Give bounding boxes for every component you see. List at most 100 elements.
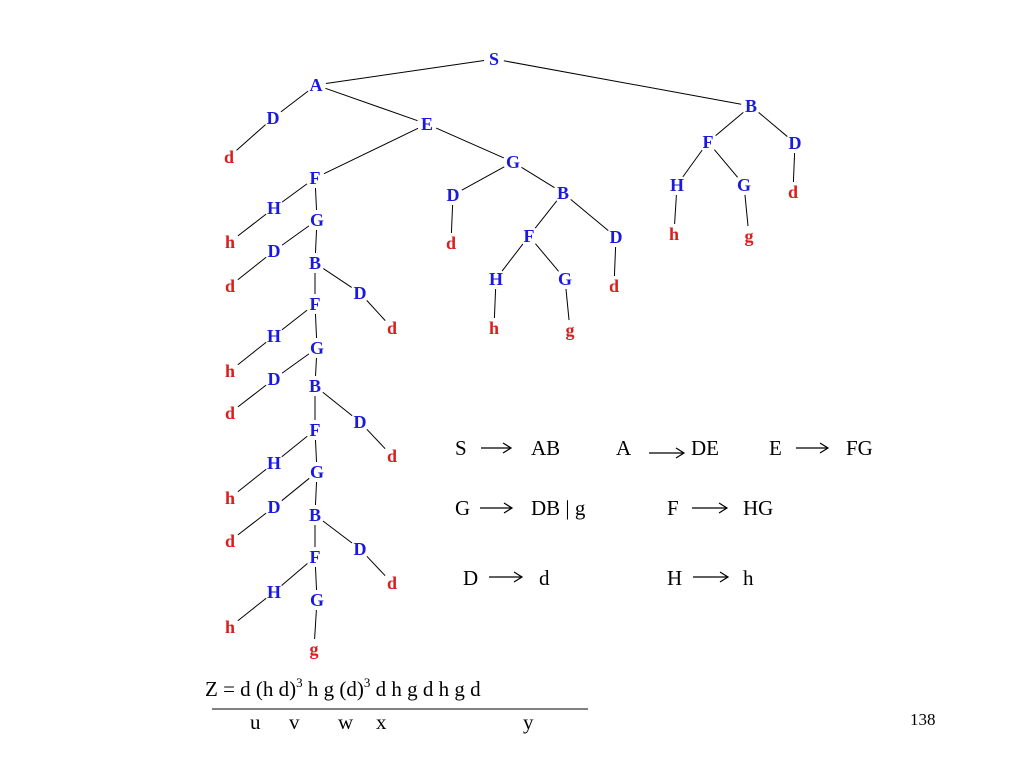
tree-node-nonterminal: F: [310, 168, 321, 188]
tree-node-nonterminal: H: [267, 453, 281, 473]
formula-prefix: Z = d (h d): [205, 677, 296, 701]
tree-edge: [565, 288, 570, 321]
rule-rhs: AB: [531, 436, 560, 460]
part-label-u: u: [250, 710, 261, 734]
tree-node-nonterminal: D: [268, 497, 281, 517]
tree-node-nonterminal: H: [670, 175, 684, 195]
tree-node-nonterminal: F: [310, 420, 321, 440]
formula-text: Z = d (h d)3 h g (d)3 d h g d h g d: [205, 675, 481, 701]
page-number: 138: [910, 710, 936, 729]
rule-rhs: FG: [846, 436, 873, 460]
grammar-rules: S AB A DE E FG G DB | g F HG D d: [455, 436, 873, 590]
arrow-icon: [489, 571, 524, 583]
tree-node-nonterminal: E: [421, 114, 433, 134]
tree-node-nonterminal: D: [610, 227, 623, 247]
tree-edge: [570, 199, 609, 231]
tree-node-nonterminal: D: [267, 108, 280, 128]
tree-leaf-terminal: d: [788, 182, 798, 202]
tree-node-nonterminal: H: [489, 269, 503, 289]
arrow-icon: [693, 571, 730, 583]
formula-suffix: d h g d h g d: [370, 677, 481, 701]
tree-leaf-terminal: h: [225, 361, 235, 381]
rule-rhs: d: [539, 566, 550, 590]
tree-leaf-terminal: d: [225, 276, 235, 296]
tree-edge: [493, 288, 497, 319]
tree-node-nonterminal: D: [789, 133, 802, 153]
part-label-v: v: [289, 710, 300, 734]
arrow-icon: [692, 502, 729, 514]
tree-node-nonterminal: D: [268, 241, 281, 261]
tree-edge: [314, 439, 318, 463]
tree-node-nonterminal: B: [309, 376, 321, 396]
rule-lhs: A: [616, 436, 632, 460]
tree-node-nonterminal: F: [310, 294, 321, 314]
decomposition-formula: Z = d (h d)3 h g (d)3 d h g d h g d u v …: [205, 675, 588, 734]
tree-edge: [758, 112, 788, 137]
tree-node-nonterminal: F: [310, 547, 321, 567]
tree-node-nonterminal: G: [310, 338, 324, 358]
tree-edge: [314, 187, 318, 211]
tree-node-nonterminal: G: [558, 269, 572, 289]
arrow-icon: [796, 442, 830, 454]
tree-edge: [501, 243, 524, 272]
tree-leaf-terminal: h: [225, 488, 235, 508]
tree-leaf-terminal: h: [225, 617, 235, 637]
arrow-icon: [480, 502, 514, 514]
tree-node-nonterminal: B: [309, 505, 321, 525]
rule-lhs: F: [667, 496, 679, 520]
tree-node-nonterminal: D: [354, 283, 367, 303]
tree-edge: [236, 124, 266, 151]
tree-edge: [435, 127, 505, 159]
rule-lhs: G: [455, 496, 470, 520]
tree-leaf-terminal: d: [224, 147, 234, 167]
rule-rhs: HG: [743, 496, 773, 520]
tree-node-nonterminal: H: [267, 326, 281, 346]
tree-edges: [236, 59, 796, 640]
tree-leaf-terminal: g: [310, 639, 319, 659]
part-label-x: x: [376, 710, 387, 734]
formula-exponent-1: 3: [296, 675, 303, 690]
tree-node-nonterminal: F: [703, 132, 714, 152]
tree-edge: [674, 194, 677, 225]
tree-edge: [314, 609, 317, 640]
tree-edge: [237, 597, 267, 622]
tree-edge: [281, 563, 308, 586]
part-label-w: w: [338, 710, 354, 734]
tree-edge: [503, 60, 742, 105]
tree-edge: [613, 246, 617, 277]
rule-e: E FG: [769, 436, 873, 460]
tree-node-nonterminal: G: [506, 152, 520, 172]
formula-middle: h g (d): [303, 677, 364, 701]
rule-f: F HG: [667, 496, 773, 520]
tree-node-nonterminal: G: [310, 462, 324, 482]
rule-rhs: DE: [691, 436, 719, 460]
tree-edge: [314, 566, 318, 591]
tree-edge: [237, 213, 267, 237]
tree-edge: [450, 204, 454, 234]
tree-node-nonterminal: G: [310, 590, 324, 610]
tree-edge: [521, 166, 555, 189]
arrow-icon: [481, 442, 513, 454]
tree-node-nonterminal: S: [489, 49, 499, 69]
tree-leaf-terminal: d: [225, 531, 235, 551]
tree-edge: [744, 194, 749, 227]
rule-a: A DE: [616, 436, 719, 460]
tree-leaf-terminal: d: [387, 446, 397, 466]
tree-edge: [237, 468, 267, 493]
tree-edge: [280, 90, 309, 113]
rule-lhs: D: [463, 566, 478, 590]
rule-s: S AB: [455, 436, 560, 460]
tree-edge: [281, 225, 310, 246]
tree-edge: [322, 391, 353, 417]
tree-leaf-terminal: h: [669, 224, 679, 244]
tree-edge: [325, 87, 418, 122]
rule-lhs: H: [667, 566, 682, 590]
tree-node-nonterminal: B: [745, 96, 757, 116]
tree-edge: [792, 152, 796, 183]
tree-edge: [461, 166, 505, 191]
tree-node-nonterminal: D: [268, 369, 281, 389]
tree-leaf-terminal: g: [745, 226, 754, 246]
tree-edge: [323, 268, 352, 288]
